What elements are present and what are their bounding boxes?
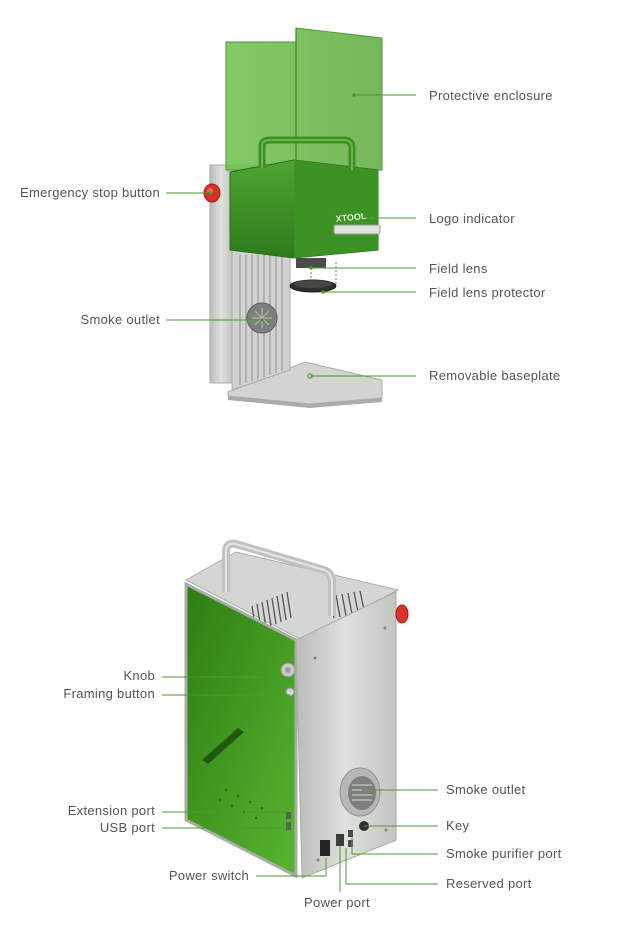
logo-indicator-bar (333, 224, 381, 235)
brand-logo-text: XTOOL (335, 211, 367, 224)
back-panel (295, 591, 397, 879)
power-port-shape (336, 834, 344, 846)
reserved-port-shape (348, 840, 353, 847)
extension-port-shape (286, 812, 291, 819)
label-knob: Knob (123, 668, 155, 683)
label-smoke-outlet-front: Smoke outlet (80, 312, 160, 327)
label-smoke-purifier-port: Smoke purifier port (446, 846, 562, 861)
leader-dots (208, 93, 374, 379)
label-power-port: Power port (304, 895, 370, 910)
protective-enclosure-shape (225, 27, 383, 171)
label-reserved-port: Reserved port (446, 876, 532, 891)
back-emergency-stop (395, 604, 409, 624)
label-framing-button: Framing button (63, 686, 155, 701)
label-field-lens-protector: Field lens protector (429, 285, 546, 300)
label-emergency-stop: Emergency stop button (20, 185, 160, 200)
label-smoke-outlet-back: Smoke outlet (446, 782, 526, 797)
label-field-lens: Field lens (429, 261, 488, 276)
smoke-purifier-port-shape (348, 830, 353, 837)
power-switch-shape (320, 840, 330, 856)
leader-lines (162, 94, 438, 892)
back-view-machine (184, 539, 409, 879)
framing-button-shape (285, 687, 295, 697)
front-view-machine (203, 27, 383, 408)
label-removable-baseplate: Removable baseplate (429, 368, 561, 383)
usb-port-shape (286, 822, 291, 830)
label-protective-enclosure: Protective enclosure (429, 88, 553, 103)
label-logo-indicator: Logo indicator (429, 211, 515, 226)
field-lens-shape (296, 258, 326, 268)
label-usb-port: USB port (99, 820, 155, 835)
label-power-switch: Power switch (168, 868, 249, 883)
label-extension-port: Extension port (67, 803, 155, 818)
label-key: Key (446, 818, 470, 833)
